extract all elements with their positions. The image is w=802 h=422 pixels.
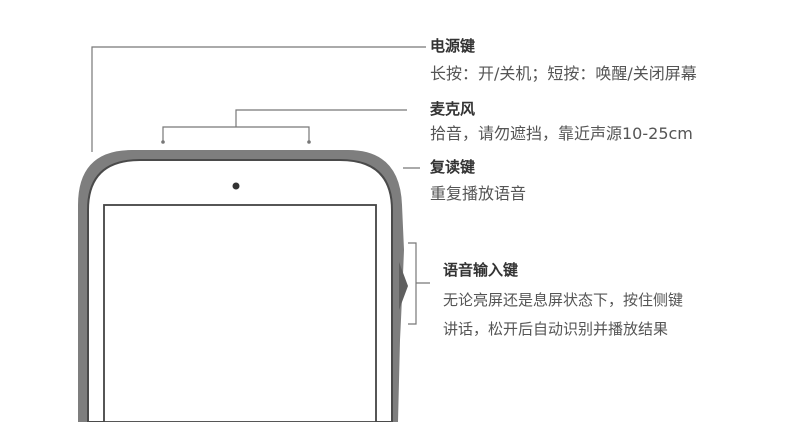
mic-leader-line bbox=[162, 109, 407, 141]
mic-marker-right bbox=[307, 140, 311, 144]
power-key-leader-line bbox=[91, 46, 426, 152]
mic-title: 麦克风 bbox=[430, 100, 476, 118]
power-key-description: 长按：开/关机；短按：唤醒/关闭屏幕 bbox=[430, 64, 697, 83]
voice-input-key-description-line2: 讲话，松开后自动识别并播放结果 bbox=[443, 320, 669, 338]
side-voice-button bbox=[399, 262, 408, 310]
voice-input-key-title: 语音输入键 bbox=[443, 261, 519, 279]
mic-marker-left bbox=[161, 140, 165, 144]
replay-key-title: 复读键 bbox=[430, 158, 476, 176]
power-key-title: 电源键 bbox=[430, 37, 476, 55]
mic-hole bbox=[232, 182, 240, 190]
voice-key-bracket bbox=[408, 242, 430, 325]
replay-key-description: 重复播放语音 bbox=[430, 184, 527, 203]
mic-description: 拾音，请勿遮挡，靠近声源10-25cm bbox=[430, 124, 693, 143]
voice-input-key-description-line1: 无论亮屏还是息屏状态下，按住侧键 bbox=[443, 291, 684, 309]
device-screen bbox=[103, 204, 377, 422]
